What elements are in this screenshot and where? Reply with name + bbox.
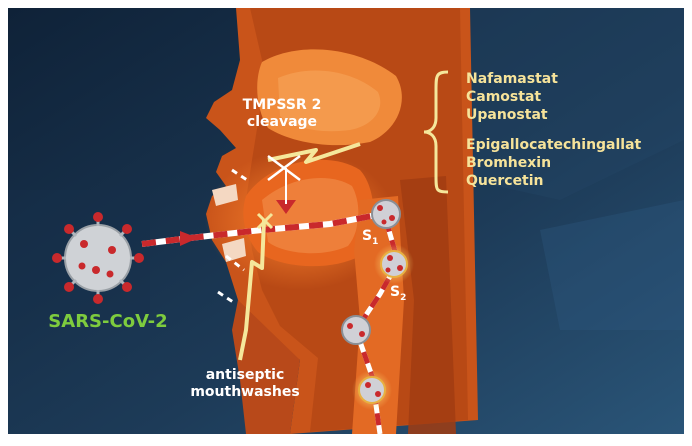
upper-teeth (212, 184, 238, 206)
path-arrowhead (180, 231, 198, 246)
dash-fragment (217, 290, 237, 306)
s2-subscript: 2 (400, 292, 407, 303)
cleavage-label-line1: TMPSSR 2 (242, 97, 322, 113)
mouthwash-label-line1: antiseptic (205, 367, 285, 383)
spine (400, 176, 456, 434)
drug-item: Bromhexin (466, 155, 552, 171)
dash-fragment (231, 168, 251, 184)
sars-cov-2-virus (52, 212, 144, 304)
drug-item: Camostat (466, 89, 542, 105)
drug-list-other: Epigallocatechingallat Bromhexin Quercet… (466, 136, 641, 190)
neck-front (232, 300, 300, 434)
drug-item: Nafamastat (466, 71, 558, 87)
cleavage-arrowhead (276, 200, 296, 214)
inhibit-bolt-upper (267, 142, 361, 164)
inhibit-bolt-lower (238, 219, 266, 361)
nasal-turbinate (278, 70, 381, 132)
drug-item: Quercetin (466, 173, 544, 189)
cleavage-cross (267, 155, 301, 181)
bg-panel (470, 8, 684, 200)
drug-list-protease-inhibitors: Nafamastat Camostat Upanostat (466, 70, 558, 124)
block-cross (256, 212, 274, 230)
mouthwash-label-line2: mouthwashes (190, 384, 300, 400)
cleavage-label: TMPSSR 2 cleavage (226, 97, 338, 131)
cleavage-label-line2: cleavage (246, 114, 318, 130)
s2-label: S2 (390, 284, 406, 303)
drug-item: Upanostat (466, 107, 548, 123)
s1-subscript: 1 (372, 236, 379, 247)
dash-fragment (225, 254, 245, 272)
virus-small-s2 (374, 244, 414, 284)
drug-item: Epigallocatechingallat (466, 137, 642, 153)
drug-bracket (423, 70, 449, 194)
s1-label: S1 (362, 228, 378, 247)
virus-small-4 (352, 370, 392, 410)
virus-label: SARS-CoV-2 (48, 311, 168, 332)
virus-small-3 (341, 315, 371, 345)
s2-letter: S (390, 284, 401, 300)
mouthwash-label: antiseptic mouthwashes (170, 367, 320, 401)
s1-letter: S (362, 228, 373, 244)
virus-small-s1 (371, 199, 401, 229)
bg-panel (540, 200, 684, 330)
